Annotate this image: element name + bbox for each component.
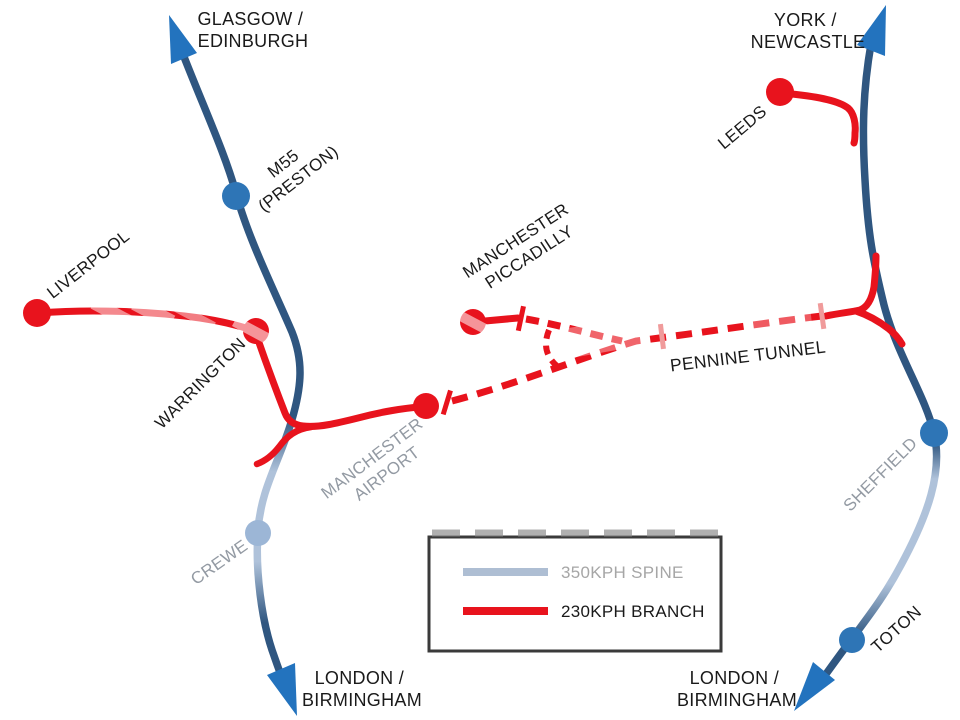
station-label-warrington: WARRINGTON xyxy=(151,334,249,432)
legend-label-branch: 230KPH BRANCH xyxy=(561,602,705,621)
watermark-artifacts xyxy=(90,296,813,360)
station-dot-manchester-airport xyxy=(413,393,439,419)
west-spine-line xyxy=(175,40,304,698)
arrowhead-glasgow xyxy=(169,15,197,64)
station-dot-liverpool xyxy=(23,299,51,327)
endpoint-label-london-west: LONDON / BIRMINGHAM xyxy=(302,668,422,710)
station-label-manchester-airport: MANCHESTER AIRPORT xyxy=(318,411,444,519)
arrowhead-york xyxy=(857,5,886,56)
tunnel-portal-tick-mid xyxy=(657,323,666,350)
station-dot-crewe xyxy=(245,520,271,546)
station-label-sheffield: SHEFFIELD xyxy=(840,434,921,515)
arrowhead-london-west xyxy=(267,663,297,716)
endpoint-label-glasgow: GLASGOW / EDINBURGH xyxy=(197,9,308,51)
pennine-tunnel-label: PENNINE TUNNEL xyxy=(669,337,827,376)
legend-label-spine: 350KPH SPINE xyxy=(561,563,684,582)
station-label-manchester-piccadilly: MANCHESTER PICCADILLY xyxy=(459,197,587,300)
rail-tunnel-east-north-leg xyxy=(822,252,880,320)
station-dot-sheffield xyxy=(920,419,948,447)
rail-junction-connector-dashed xyxy=(543,328,561,370)
endpoint-label-york: YORK / NEWCASTLE xyxy=(751,10,866,52)
rail-tunnel-east-south-leg xyxy=(852,307,906,348)
legend-box xyxy=(427,535,723,653)
rail-piccadilly-dashed xyxy=(525,315,623,345)
station-dot-leeds xyxy=(766,78,794,106)
east-spine-line xyxy=(814,40,941,689)
arrowhead-london-east xyxy=(794,662,835,711)
rail-warrington-airport xyxy=(252,330,424,430)
rail-pennine-tunnel-dashed xyxy=(451,312,823,405)
tunnel-portal-tick-airport xyxy=(440,389,453,416)
tunnel-portal-tick-east xyxy=(817,302,827,330)
station-label-crewe: CREWE xyxy=(187,536,251,589)
station-label-liverpool: LIVERPOOL xyxy=(43,226,133,302)
station-label-leeds: LEEDS xyxy=(714,102,770,153)
station-label-m55-preston: M55 (PRESTON) xyxy=(242,125,342,216)
station-dot-toton xyxy=(839,627,865,653)
endpoint-label-london-east: LONDON / BIRMINGHAM xyxy=(677,668,797,710)
rail-wye-south-leg xyxy=(253,423,315,468)
tunnel-portal-tick-piccadilly xyxy=(515,305,526,332)
station-dot-m55-preston xyxy=(222,182,250,210)
rail-piccadilly-stub xyxy=(481,314,522,325)
rail-leeds-branch xyxy=(788,90,859,147)
